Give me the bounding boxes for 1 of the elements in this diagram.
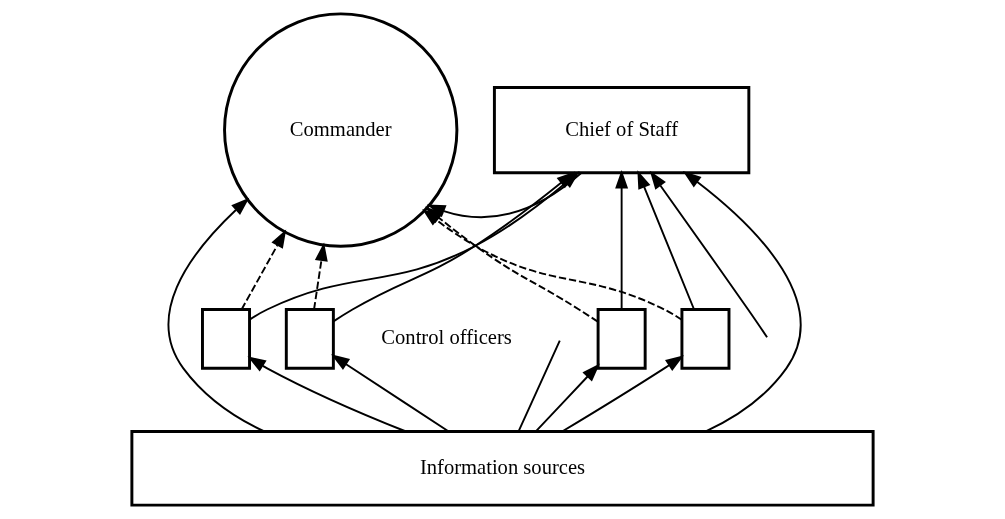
label: Control officers bbox=[381, 326, 512, 349]
